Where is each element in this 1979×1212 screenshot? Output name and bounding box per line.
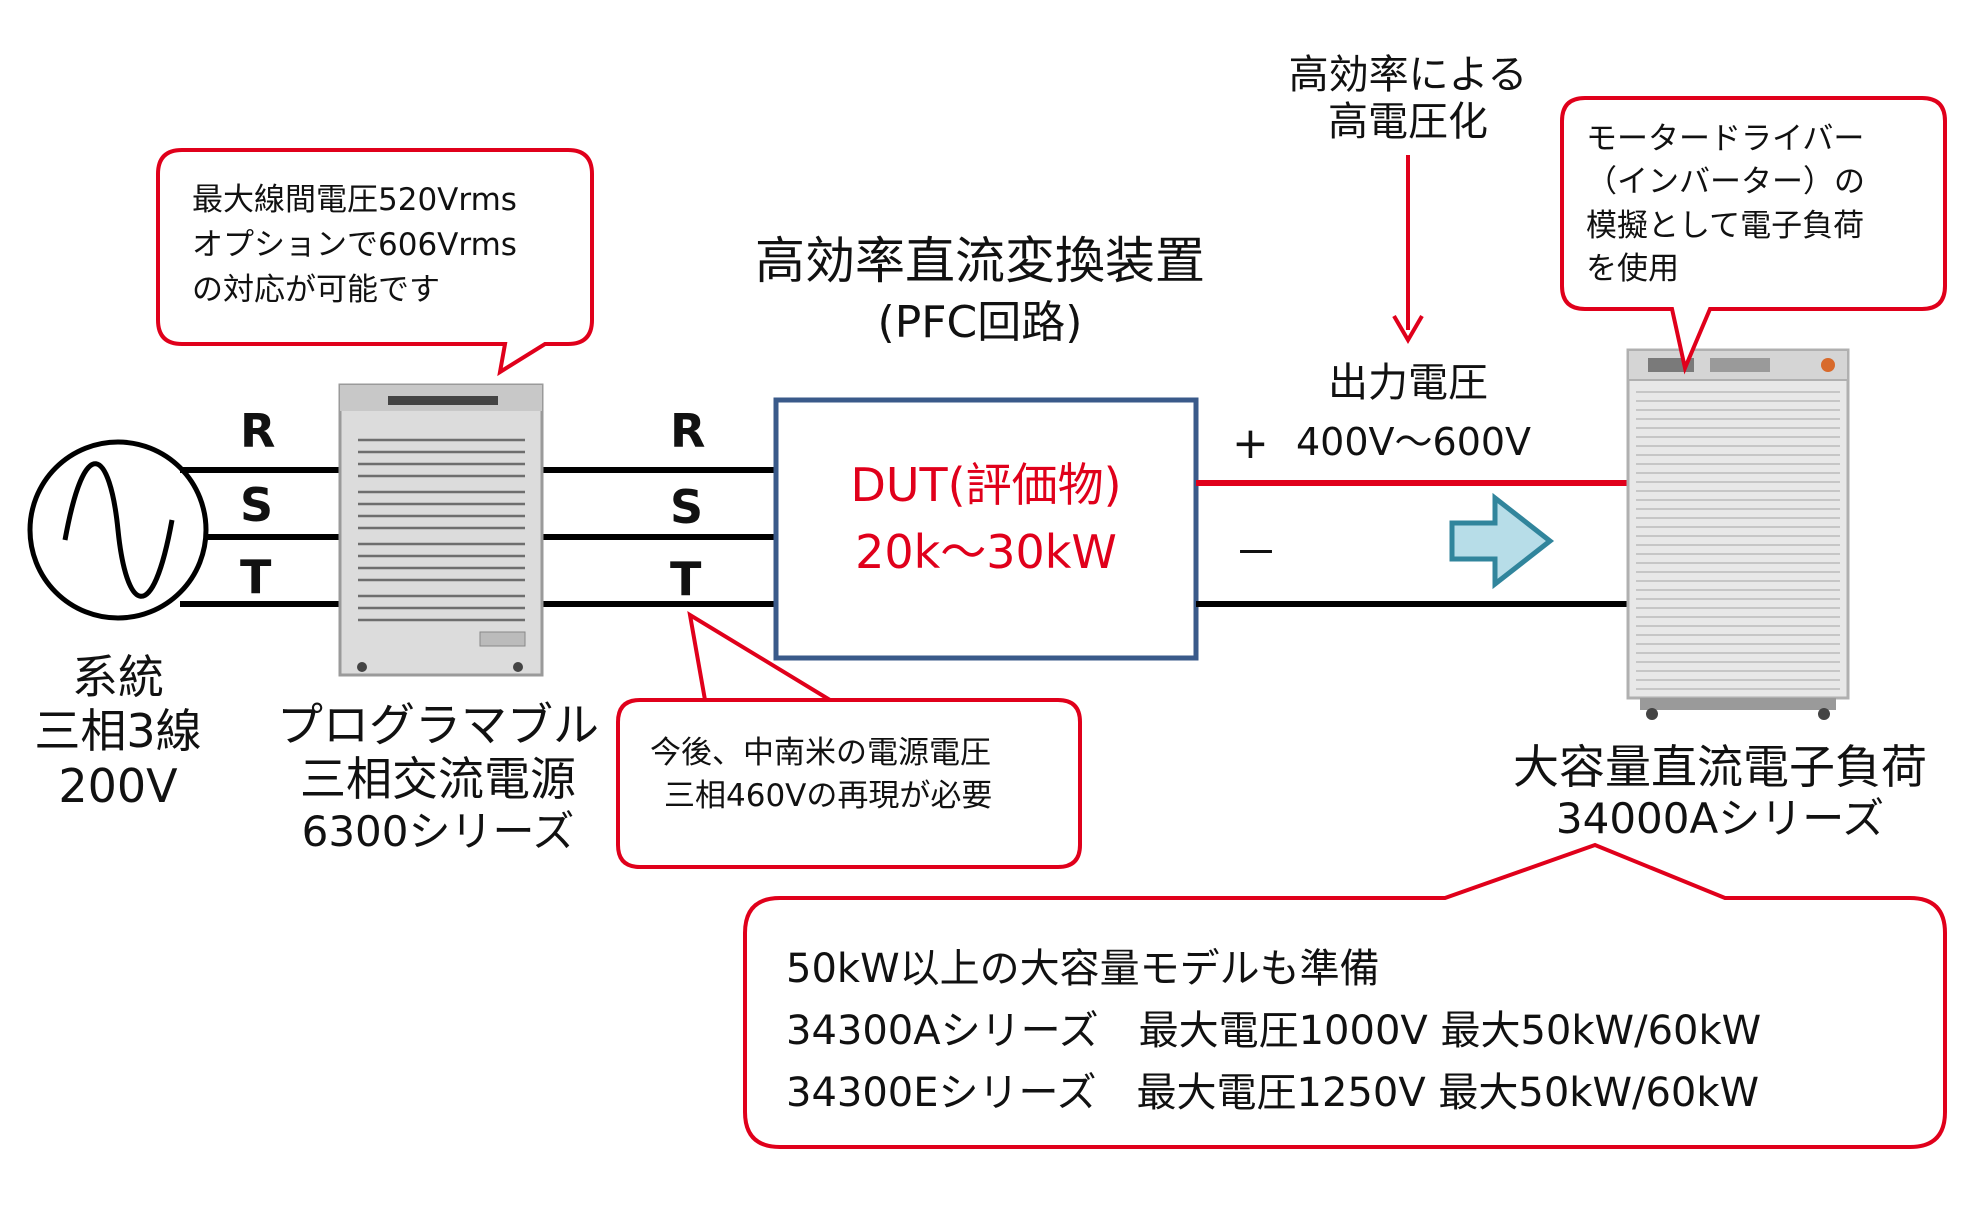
callout-models-bubble — [743, 842, 1947, 1149]
ac-supply-label-line2: 三相交流電源 — [300, 752, 576, 807]
source-label-line3: 200V — [58, 758, 178, 813]
ac-sine-icon — [27, 439, 209, 621]
pfc-title-line2: (PFC回路) — [877, 297, 1083, 348]
high-voltage-note-line2: 高電圧化 — [1328, 99, 1488, 146]
ac-supply-label-line1: プログラマブル — [277, 698, 599, 752]
callout-ac-bubble — [156, 148, 594, 377]
callout-grid-bubble — [616, 610, 1082, 869]
phase-label-right-t: T — [670, 552, 702, 606]
phase-label-right-r: R — [670, 404, 706, 458]
dut-label-line2: 20k～30kW — [855, 524, 1117, 579]
callout-grid-text: 今後、中南米の電源電圧 三相460Vの再現が必要 — [650, 732, 992, 819]
callout-load-bubble — [1560, 96, 1947, 375]
callout-load-line4: を使用 — [1586, 251, 1679, 288]
dc-load-label-line2: 34000Aシリーズ — [1555, 794, 1885, 844]
output-minus-sign: － — [1234, 528, 1278, 579]
high-voltage-pointer-arrow — [1392, 155, 1424, 344]
dut-label-line1: DUT(評価物) — [850, 458, 1122, 512]
source-label: 系統 三相3線 200V — [18, 650, 218, 813]
power-flow-arrow-icon — [1449, 492, 1555, 590]
dc-load-label-line1: 大容量直流電子負荷 — [1513, 740, 1927, 794]
callout-models-text: 50kW以上の大容量モデルも準備 34300Aシリーズ 最大電圧1000V 最大… — [786, 938, 1761, 1124]
callout-models-line1: 50kW以上の大容量モデルも準備 — [786, 946, 1380, 992]
phase-label-right-s: S — [670, 480, 704, 534]
high-voltage-note-line1: 高効率による — [1288, 52, 1528, 98]
phase-lines-left — [180, 467, 340, 607]
phase-label-left-r: R — [240, 404, 276, 458]
dc-electronic-load-device — [1626, 348, 1850, 720]
phase-lines-right — [542, 467, 776, 607]
callout-grid-line1: 今後、中南米の電源電圧 — [650, 735, 991, 771]
callout-grid-line2: 三相460Vの再現が必要 — [664, 778, 993, 815]
callout-load-line2: （インバーター）の — [1586, 164, 1865, 201]
pfc-title-line1: 高効率直流変換装置 — [755, 232, 1205, 290]
dut-label: DUT(評価物) 20k～30kW — [776, 452, 1196, 585]
dc-load-label: 大容量直流電子負荷 34000Aシリーズ — [1480, 740, 1960, 844]
callout-ac-line3: の対応が可能です — [192, 271, 440, 308]
pfc-title: 高効率直流変換装置 (PFC回路) — [640, 232, 1320, 349]
callout-load-line3: 模擬として電子負荷 — [1586, 207, 1865, 244]
phase-label-left-t: T — [240, 550, 272, 604]
output-voltage-label: 出力電圧 — [1328, 360, 1488, 406]
source-label-line2: 三相3線 — [34, 704, 202, 759]
dut-box — [773, 397, 1199, 661]
ac-power-supply-device — [338, 383, 544, 677]
callout-models-line3: 34300Eシリーズ 最大電圧1250V 最大50kW/60kW — [786, 1070, 1760, 1116]
callout-load-line1: モータードライバー — [1586, 121, 1865, 157]
callout-models-line2: 34300Aシリーズ 最大電圧1000V 最大50kW/60kW — [786, 1008, 1762, 1054]
callout-ac-line1: 最大線間電圧520Vrms — [192, 182, 517, 218]
callout-ac-text: 最大線間電圧520Vrms オプションで606Vrms の対応が可能です — [192, 178, 517, 313]
callout-ac-line2: オプションで606Vrms — [192, 226, 517, 263]
source-label-line1: 系統 — [72, 650, 164, 704]
output-plus-sign: + — [1232, 418, 1269, 469]
ac-supply-label: プログラマブル 三相交流電源 6300シリーズ — [258, 698, 618, 856]
callout-load-text: モータードライバー （インバーター）の 模擬として電子負荷 を使用 — [1586, 118, 1865, 292]
high-voltage-note: 高効率による 高電圧化 — [1258, 52, 1558, 146]
ac-supply-label-line3: 6300シリーズ — [301, 806, 575, 856]
phase-label-left-s: S — [240, 478, 274, 532]
output-voltage-range: 400V～600V — [1296, 420, 1532, 464]
